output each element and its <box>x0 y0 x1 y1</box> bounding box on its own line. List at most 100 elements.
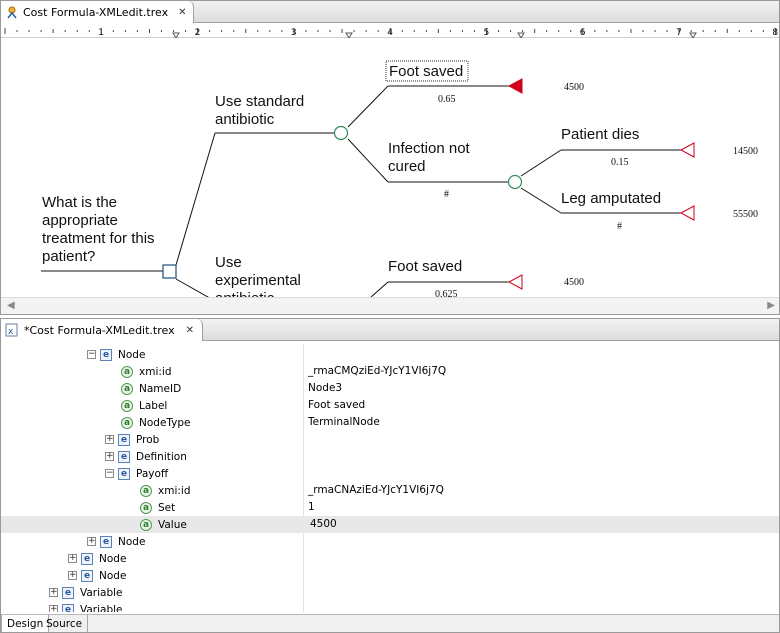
tree-row-attr-nodetype[interactable]: a NodeType TerminalNode <box>1 414 779 431</box>
tree-row-name: NodeType <box>139 416 191 429</box>
branch-standard-line-2[interactable]: antibiotic <box>215 111 275 128</box>
branch-experimental-line-1[interactable]: Use <box>215 254 242 271</box>
element-icon: e <box>62 603 74 612</box>
tree-row-attr-nameid[interactable]: a NameID Node3 <box>1 380 779 397</box>
element-icon: e <box>81 552 93 565</box>
tree-row-prob[interactable]: + e Prob <box>1 431 779 448</box>
tree-row-definition[interactable]: + e Definition <box>1 448 779 465</box>
tree-row-name: Payoff <box>136 467 169 480</box>
tree-row-attr-xmi-id[interactable]: a xmi:id _rmaCMQziEd-YJcY1VI6j7Q <box>1 363 779 380</box>
chance-node-infection[interactable] <box>507 174 523 190</box>
terminal-node-foot-saved-selected[interactable] <box>507 78 523 94</box>
top-tab-bar: Cost Formula-XMLedit.trex ✕ <box>1 1 779 23</box>
expand-icon[interactable]: + <box>105 451 114 461</box>
tree-row-node[interactable]: − e Node <box>1 346 779 363</box>
root-question-line-1[interactable]: What is the <box>42 194 117 211</box>
tree-row-payoff-xmi-id[interactable]: a xmi:id _rmaCNAziEd-YJcY1VI6j7Q <box>1 482 779 499</box>
xml-file-icon: x <box>5 323 19 337</box>
tree-row-name: Node <box>118 535 146 548</box>
tree-row-payoff-value[interactable]: a Value 4500 <box>1 516 779 533</box>
infection-label-line-1[interactable]: Infection not <box>388 140 471 157</box>
tree-row-value[interactable]: _rmaCNAziEd-YJcY1VI6j7Q <box>308 484 444 496</box>
tree-row-value[interactable]: 1 <box>308 501 315 513</box>
branch-standard-line-1[interactable]: Use standard <box>215 93 304 110</box>
infection-label-line-2[interactable]: cured <box>388 158 426 175</box>
collapse-icon[interactable]: − <box>87 349 96 359</box>
tab-cost-formula-xml[interactable]: x *Cost Formula-XMLedit.trex ✕ <box>1 319 203 341</box>
element-icon: e <box>118 433 130 446</box>
attribute-icon: a <box>121 399 133 412</box>
terminal-node-leg-amputated[interactable] <box>679 205 695 221</box>
decision-tree-canvas[interactable]: What is the appropriate treatment for th… <box>1 39 779 297</box>
selection-focus-box <box>385 60 469 82</box>
tree-row-name: Value <box>158 518 187 531</box>
tab-stop-marker[interactable] <box>345 32 353 39</box>
tree-row-value[interactable]: TerminalNode <box>308 416 380 428</box>
std-foot-saved-prob[interactable]: 0.65 <box>438 94 456 105</box>
expand-icon[interactable]: + <box>49 587 58 597</box>
tab-stop-marker[interactable] <box>689 32 697 39</box>
tree-row-node[interactable]: + e Node <box>1 533 779 550</box>
expand-icon[interactable]: + <box>68 570 77 580</box>
tree-row-payoff[interactable]: − e Payoff <box>1 465 779 482</box>
column-divider[interactable] <box>303 344 304 612</box>
close-tab-icon[interactable]: ✕ <box>185 324 194 336</box>
exp-foot-saved-payoff[interactable]: 4500 <box>564 277 584 288</box>
tree-row-variable[interactable]: + e Variable <box>1 601 779 612</box>
std-foot-saved-payoff[interactable]: 4500 <box>564 82 584 93</box>
attribute-icon: a <box>140 501 152 514</box>
scroll-left-icon[interactable]: ◀ <box>7 300 15 311</box>
leg-amputated-prob[interactable]: # <box>617 221 622 232</box>
tree-row-value[interactable]: Node3 <box>308 382 343 394</box>
tree-row-value[interactable]: _rmaCMQziEd-YJcY1VI6j7Q <box>308 365 447 377</box>
patient-dies-prob[interactable]: 0.15 <box>611 157 629 168</box>
tab-cost-formula-diagram[interactable]: Cost Formula-XMLedit.trex ✕ <box>1 1 194 23</box>
leg-amputated-label[interactable]: Leg amputated <box>561 190 661 207</box>
tree-row-name: Node <box>118 348 146 361</box>
decision-node[interactable] <box>162 264 177 279</box>
leg-amputated-payoff[interactable]: 55500 <box>733 209 758 220</box>
root-question-line-2[interactable]: appropriate <box>42 212 118 229</box>
patient-dies-payoff[interactable]: 14500 <box>733 146 758 157</box>
terminal-node-exp-foot-saved[interactable] <box>507 274 523 290</box>
attribute-icon: a <box>121 382 133 395</box>
chance-node-standard[interactable] <box>333 125 349 141</box>
tab-design[interactable]: Design <box>1 615 50 632</box>
tab-stop-marker[interactable] <box>517 32 525 39</box>
tree-row-value[interactable]: Foot saved <box>308 399 366 411</box>
patient-dies-label[interactable]: Patient dies <box>561 126 639 143</box>
tree-row-value[interactable]: 4500 <box>310 518 337 530</box>
tab-label: Cost Formula-XMLedit.trex <box>23 5 169 19</box>
xml-editor: x *Cost Formula-XMLedit.trex ✕ − e Node … <box>0 318 780 633</box>
tree-row-name: xmi:id <box>139 365 172 378</box>
tree-row-name: Set <box>158 501 176 514</box>
expand-icon[interactable]: + <box>68 553 77 563</box>
close-tab-icon[interactable]: ✕ <box>178 6 187 18</box>
exp-foot-saved-prob[interactable]: 0.625 <box>435 289 458 297</box>
tree-row-name: Node <box>99 569 127 582</box>
exp-foot-saved-label[interactable]: Foot saved <box>388 258 462 275</box>
tab-stop-marker[interactable] <box>172 32 180 39</box>
tree-row-node[interactable]: + e Node <box>1 567 779 584</box>
tree-row-attr-label[interactable]: a Label Foot saved <box>1 397 779 414</box>
expand-icon[interactable]: + <box>49 604 58 612</box>
infection-prob[interactable]: # <box>444 189 449 200</box>
std-foot-saved-label[interactable]: Foot saved <box>389 63 463 80</box>
collapse-icon[interactable]: − <box>105 468 114 478</box>
branch-experimental-line-3[interactable]: antibiotic <box>215 290 275 297</box>
branch-experimental-line-2[interactable]: experimental <box>215 272 301 289</box>
expand-icon[interactable]: + <box>87 536 96 546</box>
expand-icon[interactable]: + <box>105 434 114 444</box>
tree-row-node[interactable]: + e Node <box>1 550 779 567</box>
terminal-node-patient-dies[interactable] <box>679 142 695 158</box>
root-question-line-4[interactable]: patient? <box>42 248 95 265</box>
tree-row-payoff-set[interactable]: a Set 1 <box>1 499 779 516</box>
tab-source[interactable]: Source <box>41 615 89 632</box>
element-icon: e <box>62 586 74 599</box>
horizontal-scrollbar[interactable]: ◀ ▶ <box>1 297 779 314</box>
tree-row-variable[interactable]: + e Variable <box>1 584 779 601</box>
root-question-line-3[interactable]: treatment for this <box>42 230 155 247</box>
element-icon: e <box>118 467 130 480</box>
tree-row-name: NameID <box>139 382 182 395</box>
scroll-right-icon[interactable]: ▶ <box>767 300 775 311</box>
